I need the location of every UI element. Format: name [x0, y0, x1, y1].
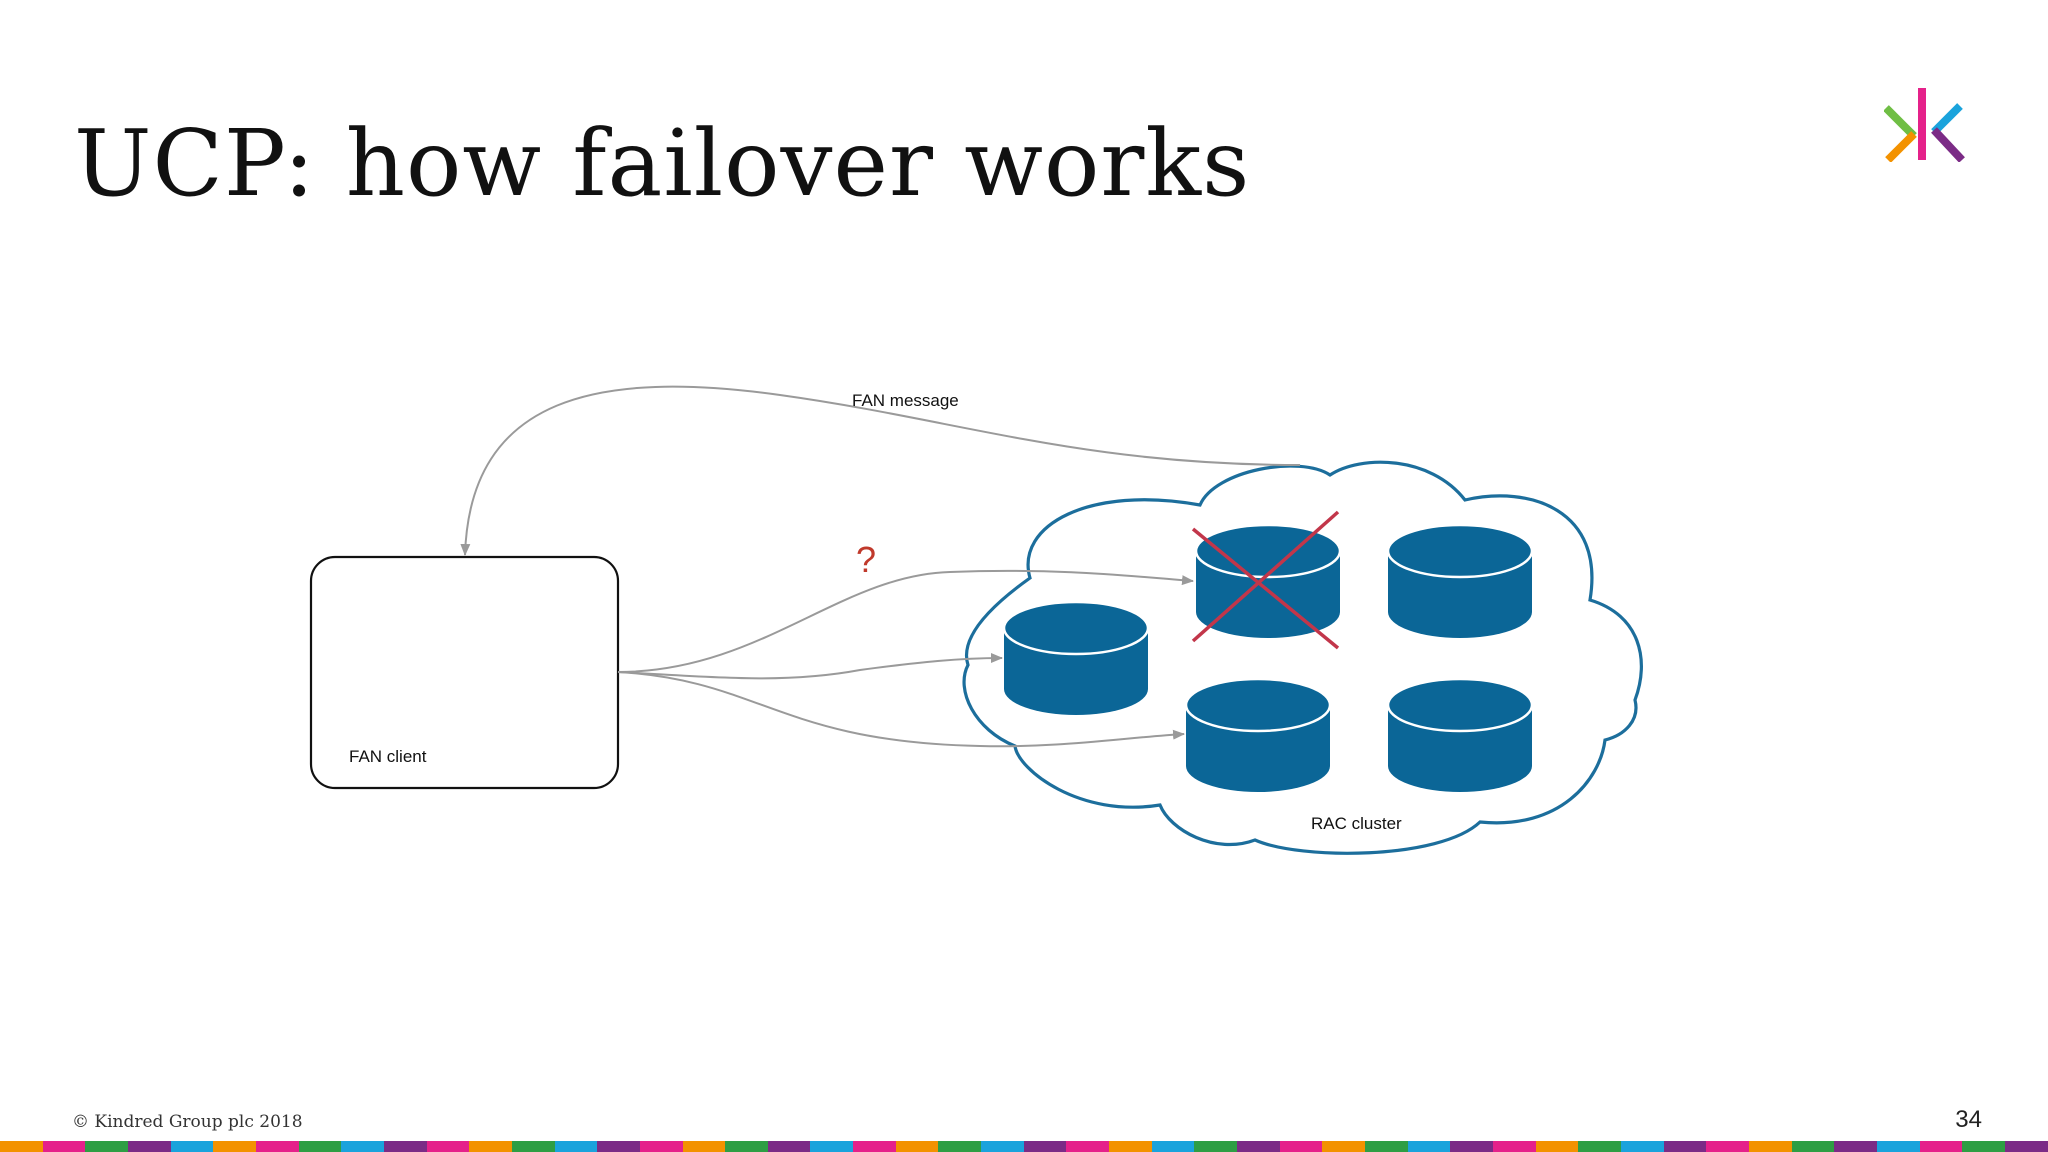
stripe-segment	[1066, 1141, 1110, 1152]
stripe-segment	[1151, 1141, 1195, 1152]
stripe-segment	[383, 1141, 427, 1152]
stripe-segment	[1535, 1141, 1579, 1152]
db-node-3	[1184, 677, 1332, 792]
stripe-segment	[1620, 1141, 1664, 1152]
stripe-segment	[639, 1141, 683, 1152]
db-node-1	[1002, 600, 1150, 715]
footer-copyright: © Kindred Group plc 2018	[72, 1112, 303, 1132]
stripe-segment	[426, 1141, 470, 1152]
stripe-segment	[895, 1141, 939, 1152]
stripe-segment	[1322, 1141, 1365, 1152]
fan-message-label: FAN message	[852, 391, 959, 410]
stripe-segment	[1365, 1141, 1408, 1152]
stripe-segment	[1578, 1141, 1621, 1152]
stripe-segment	[853, 1141, 896, 1152]
stripe-segment	[1279, 1141, 1323, 1152]
stripe-segment	[1791, 1141, 1835, 1152]
rac-cluster-label: RAC cluster	[1311, 814, 1402, 833]
stripe-segment	[1706, 1141, 1749, 1152]
kindred-logo	[1884, 88, 1965, 162]
stripe-segment	[469, 1141, 512, 1152]
stripe-segment	[213, 1141, 256, 1152]
page-number: 34	[1955, 1106, 1982, 1133]
stripe-segment	[1023, 1141, 1067, 1152]
stripe-segment	[42, 1141, 86, 1152]
stripe-segment	[1962, 1141, 2005, 1152]
failure-cross-icon	[1191, 510, 1340, 650]
stripe-segment	[0, 1141, 43, 1152]
fan-client-label: FAN client	[349, 747, 427, 766]
stripe-segment	[127, 1141, 171, 1152]
stripe-segment	[554, 1141, 598, 1152]
stripe-segment	[1663, 1141, 1707, 1152]
stripe-segment	[1194, 1141, 1238, 1152]
footer-stripe-bar	[0, 1141, 2048, 1152]
stripe-segment	[85, 1141, 128, 1152]
question-mark: ?	[856, 539, 876, 580]
stripe-segment	[1748, 1141, 1792, 1152]
stripe-segment	[1237, 1141, 1280, 1152]
stripe-segment	[1876, 1141, 1920, 1152]
db-node-2	[1386, 523, 1534, 638]
connection-arrow-to-node-1	[617, 653, 1003, 680]
stripe-segment	[981, 1141, 1024, 1152]
slide-title: UCP: how failover works	[74, 110, 1251, 217]
stripe-segment	[1492, 1141, 1536, 1152]
stripe-segment	[767, 1141, 811, 1152]
stripe-segment	[1109, 1141, 1152, 1152]
connection-arrow-to-failed	[617, 569, 1194, 673]
connection-arrow-to-node-3	[617, 671, 1185, 748]
stripe-segment	[597, 1141, 640, 1152]
stripe-segment	[1450, 1141, 1493, 1152]
stripe-segment	[810, 1141, 854, 1152]
stripe-segment	[938, 1141, 982, 1152]
stripe-segment	[682, 1141, 726, 1152]
db-node-failed	[1194, 523, 1342, 638]
stripe-segment	[1407, 1141, 1451, 1152]
stripe-segment	[170, 1141, 214, 1152]
stripe-segment	[725, 1141, 768, 1152]
stripe-segment	[1919, 1141, 1963, 1152]
stripe-segment	[2004, 1141, 2048, 1152]
stripe-segment	[298, 1141, 342, 1152]
stripe-segment	[255, 1141, 299, 1152]
fan-message-arrow	[460, 385, 1301, 556]
db-node-4	[1386, 677, 1534, 792]
stripe-segment	[341, 1141, 384, 1152]
stripe-segment	[511, 1141, 555, 1152]
stripe-segment	[1834, 1141, 1877, 1152]
